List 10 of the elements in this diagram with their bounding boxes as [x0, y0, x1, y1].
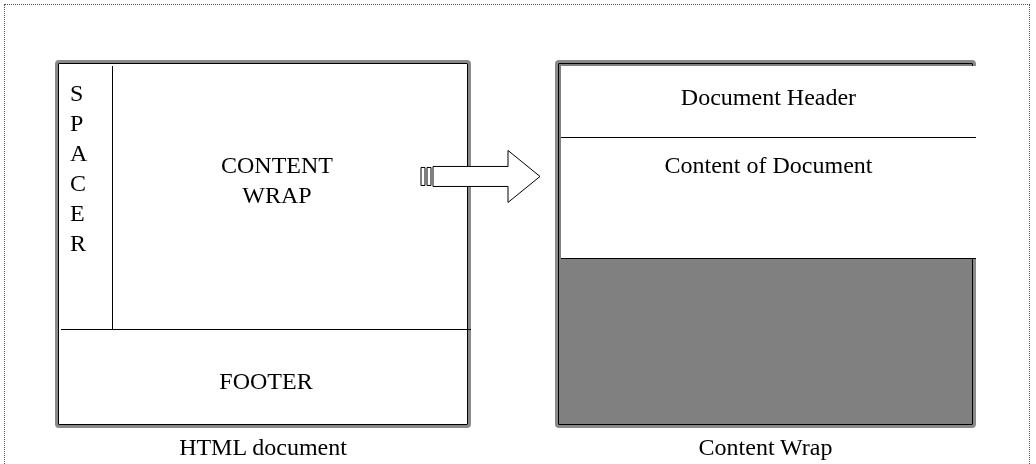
document-caption: HTML document — [179, 434, 347, 461]
document-content-label: Content of Document — [663, 151, 874, 180]
content-wrap-label: CONTENT WRAP — [220, 151, 334, 210]
spacer-label: SPACER — [70, 79, 86, 258]
document-header-label: Document Header — [679, 83, 858, 112]
block-arrow — [420, 149, 541, 203]
document-header-band — [561, 66, 976, 138]
footer-label: FOOTER — [218, 367, 314, 396]
panel-caption: Content Wrap — [698, 434, 833, 461]
document-content-area — [561, 138, 976, 259]
